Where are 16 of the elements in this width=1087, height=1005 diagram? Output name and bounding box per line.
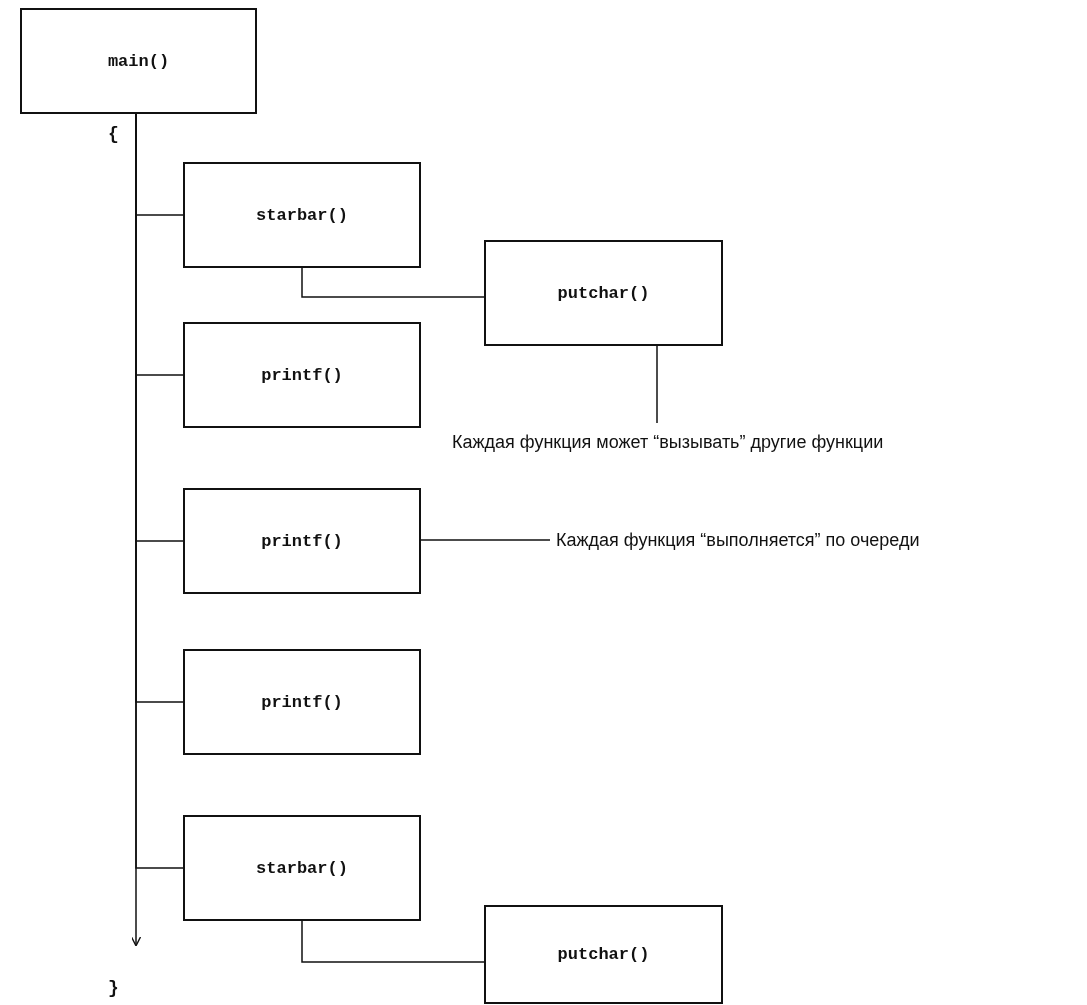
brace-label: } bbox=[108, 978, 119, 998]
function-box: putchar() bbox=[484, 905, 723, 1004]
function-box: printf() bbox=[183, 322, 421, 428]
function-box: starbar() bbox=[183, 162, 421, 268]
connector-line bbox=[301, 267, 485, 298]
connector-line bbox=[301, 920, 485, 963]
leader-line bbox=[420, 539, 551, 541]
function-box: printf() bbox=[183, 488, 421, 594]
function-box: main() bbox=[20, 8, 257, 114]
leader-line bbox=[656, 345, 658, 424]
function-box: putchar() bbox=[484, 240, 723, 346]
function-box: starbar() bbox=[183, 815, 421, 921]
note-text: Каждая функция может “вызывать” другие функции bbox=[452, 431, 884, 453]
note-text: Каждая функция “выполняется” по очереди bbox=[556, 529, 920, 551]
brace-label: { bbox=[108, 124, 119, 144]
function-box: printf() bbox=[183, 649, 421, 755]
